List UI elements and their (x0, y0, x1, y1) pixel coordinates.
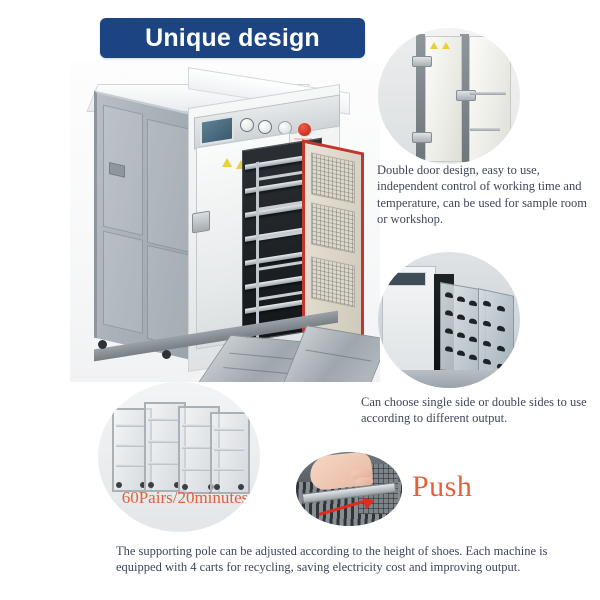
hmi-touchscreen-icon (388, 272, 426, 286)
copy-double-door: Double door design, easy to use, indepen… (377, 163, 587, 226)
shoe-cart (210, 412, 250, 494)
carts-caption: 60Pairs/20minutes (121, 488, 249, 507)
pressure-gauge-icon (240, 118, 254, 132)
emergency-stop-icon (297, 122, 312, 137)
door-latch-handle (412, 132, 432, 143)
floor (378, 370, 520, 388)
warning-triangle-icon (430, 42, 438, 49)
room-wall (378, 28, 416, 164)
push-label: Push (412, 470, 473, 503)
copy-bottom-description: The supporting pole can be adjusted acco… (116, 544, 548, 575)
panel-label-strip (294, 138, 312, 140)
copy-single-double-sides: Can choose single side or double sides t… (361, 395, 587, 426)
hand (308, 452, 374, 492)
warning-triangle-icon (222, 158, 232, 167)
warning-triangle-icon (236, 160, 246, 169)
door-latch-handle (412, 56, 432, 67)
inset-push-photo (296, 452, 402, 526)
door-latch-handle (456, 90, 476, 101)
inset-double-door-photo (378, 28, 520, 164)
caster-wheel (98, 340, 107, 349)
warning-triangle-icon (442, 42, 450, 49)
main-machine-photo (70, 62, 380, 382)
caster-wheel (162, 350, 171, 359)
page-title: Unique design (145, 23, 320, 52)
inset-loaded-cart-photo (378, 252, 520, 388)
temperature-gauge-icon (258, 120, 272, 134)
door-handle (192, 210, 210, 234)
machine-left-side-panel (94, 90, 193, 361)
inner-cart (256, 153, 308, 343)
page-title-banner: Unique design (100, 18, 365, 58)
shoe-rack (478, 288, 514, 382)
inset-four-carts-photo: 60Pairs/20minutes (98, 382, 260, 532)
